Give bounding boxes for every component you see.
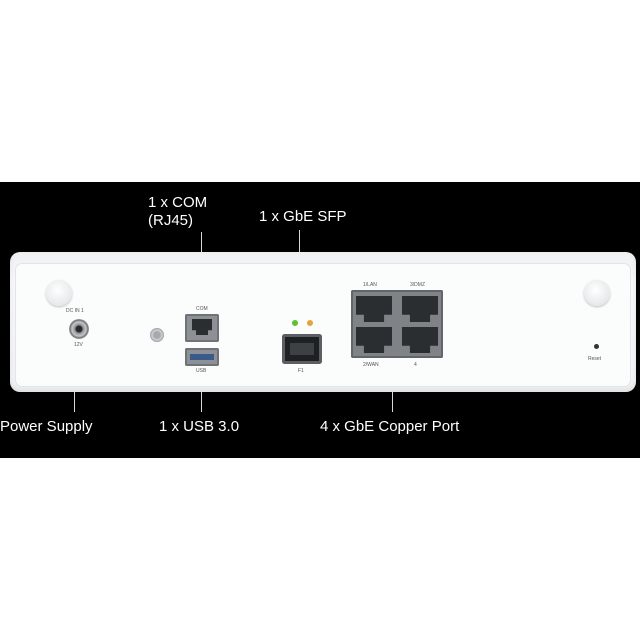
sfp-activity-led-icon xyxy=(307,320,313,326)
usb-port-label: USB xyxy=(196,368,207,374)
rear-panel: DC IN 1 12V COM USB F1 1/LAN 3/DMZ xyxy=(16,264,630,386)
reset-pinhole-icon xyxy=(594,344,599,349)
dc-in-label: DC IN 1 xyxy=(66,308,84,314)
usb-leader-line xyxy=(201,372,202,412)
copper-leader-line xyxy=(392,374,393,412)
sfp-cage-icon xyxy=(282,334,322,364)
copper-port-4-icon xyxy=(402,327,438,353)
sfp-link-led-icon xyxy=(292,320,298,326)
firewall-appliance: DC IN 1 12V COM USB F1 1/LAN 3/DMZ xyxy=(10,252,636,392)
reset-label: Reset xyxy=(588,356,602,362)
dc-power-jack-icon xyxy=(69,319,89,339)
dmz-port-label: 3/DMZ xyxy=(410,282,425,288)
wan-port-label: 2/WAN xyxy=(363,362,379,368)
copper-port-block xyxy=(351,290,443,358)
copper-port-2-icon xyxy=(356,327,392,353)
copper-port-3-icon xyxy=(402,296,438,322)
usb-port-icon xyxy=(185,348,219,366)
ground-screw-icon xyxy=(150,328,164,342)
product-photo-panel: 1 x COM (RJ45) 1 x GbE SFP Power Supply … xyxy=(0,182,640,458)
com-rj45-port-icon xyxy=(185,314,219,342)
usb-callout: 1 x USB 3.0 xyxy=(159,418,240,435)
power-callout: Power Supply xyxy=(0,418,93,435)
right-mount-foot xyxy=(584,280,610,306)
left-mount-foot xyxy=(46,280,72,306)
voltage-label: 12V xyxy=(74,342,83,348)
sfp-callout: 1 x GbE SFP xyxy=(259,208,347,225)
copper-port-1-icon xyxy=(356,296,392,322)
lan-port-label: 1/LAN xyxy=(363,282,377,288)
port-4-label: 4 xyxy=(414,362,417,368)
com-port-label: COM xyxy=(196,306,208,312)
sfp-port-label: F1 xyxy=(298,368,304,374)
com-callout: 1 x COM (RJ45) xyxy=(148,194,208,229)
copper-callout: 4 x GbE Copper Port xyxy=(320,418,460,435)
